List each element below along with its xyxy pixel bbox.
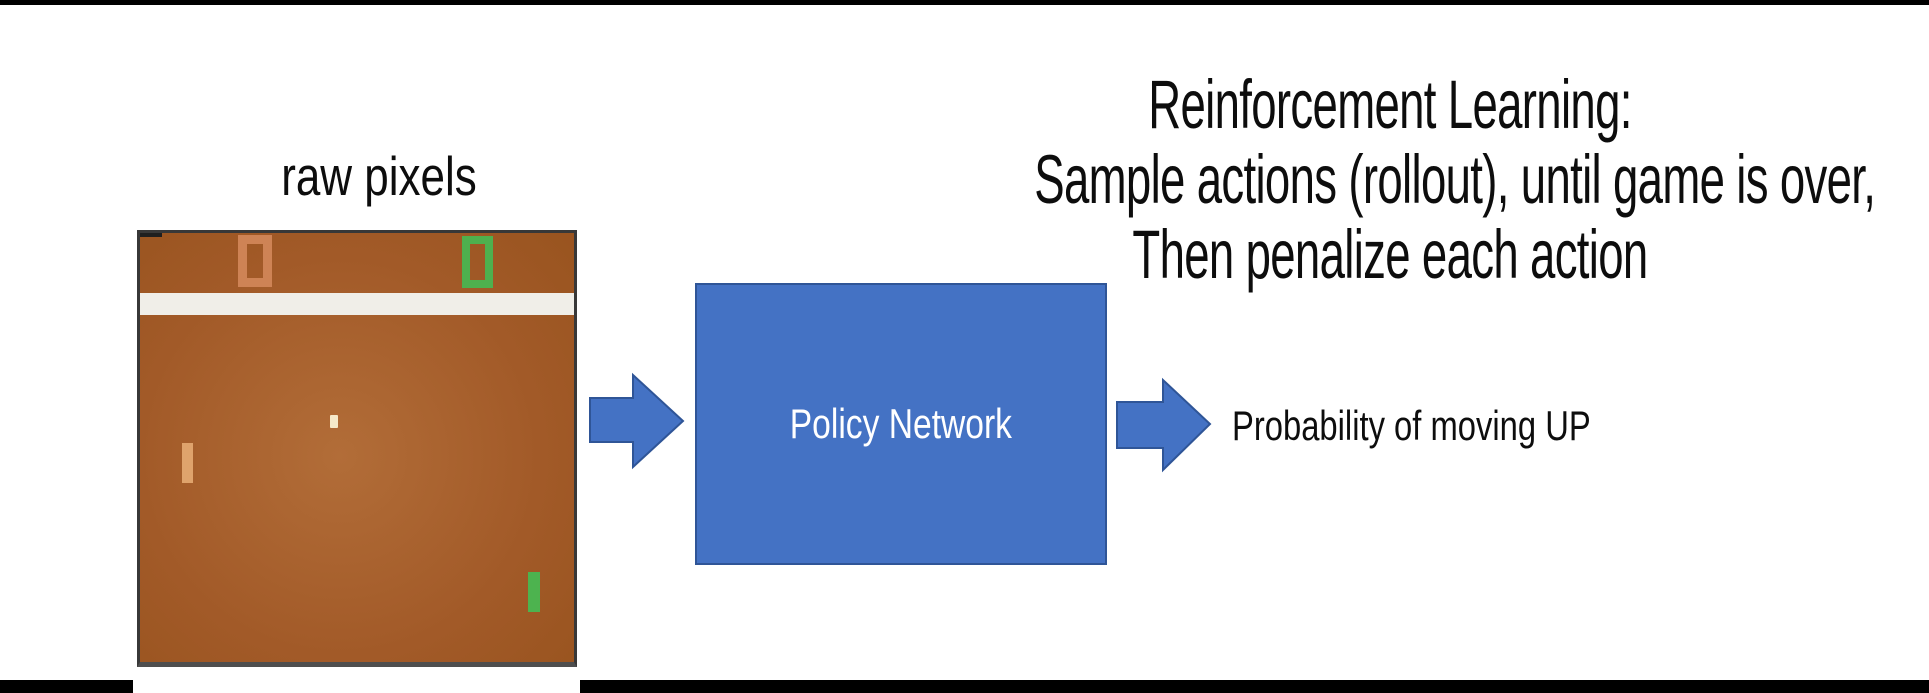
pong-game-screenshot xyxy=(137,230,577,667)
policy-network-box: Policy Network xyxy=(695,283,1107,565)
title-block: Reinforcement Learning: Sample actions (… xyxy=(1034,66,1876,293)
left-paddle xyxy=(182,443,193,483)
top-wall-band xyxy=(140,293,574,315)
top-black-bar xyxy=(0,0,1929,5)
bottom-black-bar-right xyxy=(580,680,1929,693)
score-left-orange xyxy=(238,235,272,287)
policy-network-label: Policy Network xyxy=(789,400,1013,447)
title-line-3: Then penalize each action xyxy=(1132,216,1648,293)
probability-output-label: Probability of moving UP xyxy=(1232,402,1591,449)
right-paddle xyxy=(528,572,540,612)
title-line-1: Reinforcement Learning: xyxy=(1148,66,1632,143)
ball xyxy=(330,415,338,428)
score-right-green xyxy=(462,236,493,288)
frame-notch xyxy=(140,233,162,237)
raw-pixels-label: raw pixels xyxy=(281,145,477,207)
output-arrow-icon xyxy=(1116,377,1212,473)
bottom-black-bar-left xyxy=(0,680,133,693)
input-arrow-icon xyxy=(589,372,685,470)
title-line-2: Sample actions (rollout), until game is … xyxy=(1034,141,1876,218)
